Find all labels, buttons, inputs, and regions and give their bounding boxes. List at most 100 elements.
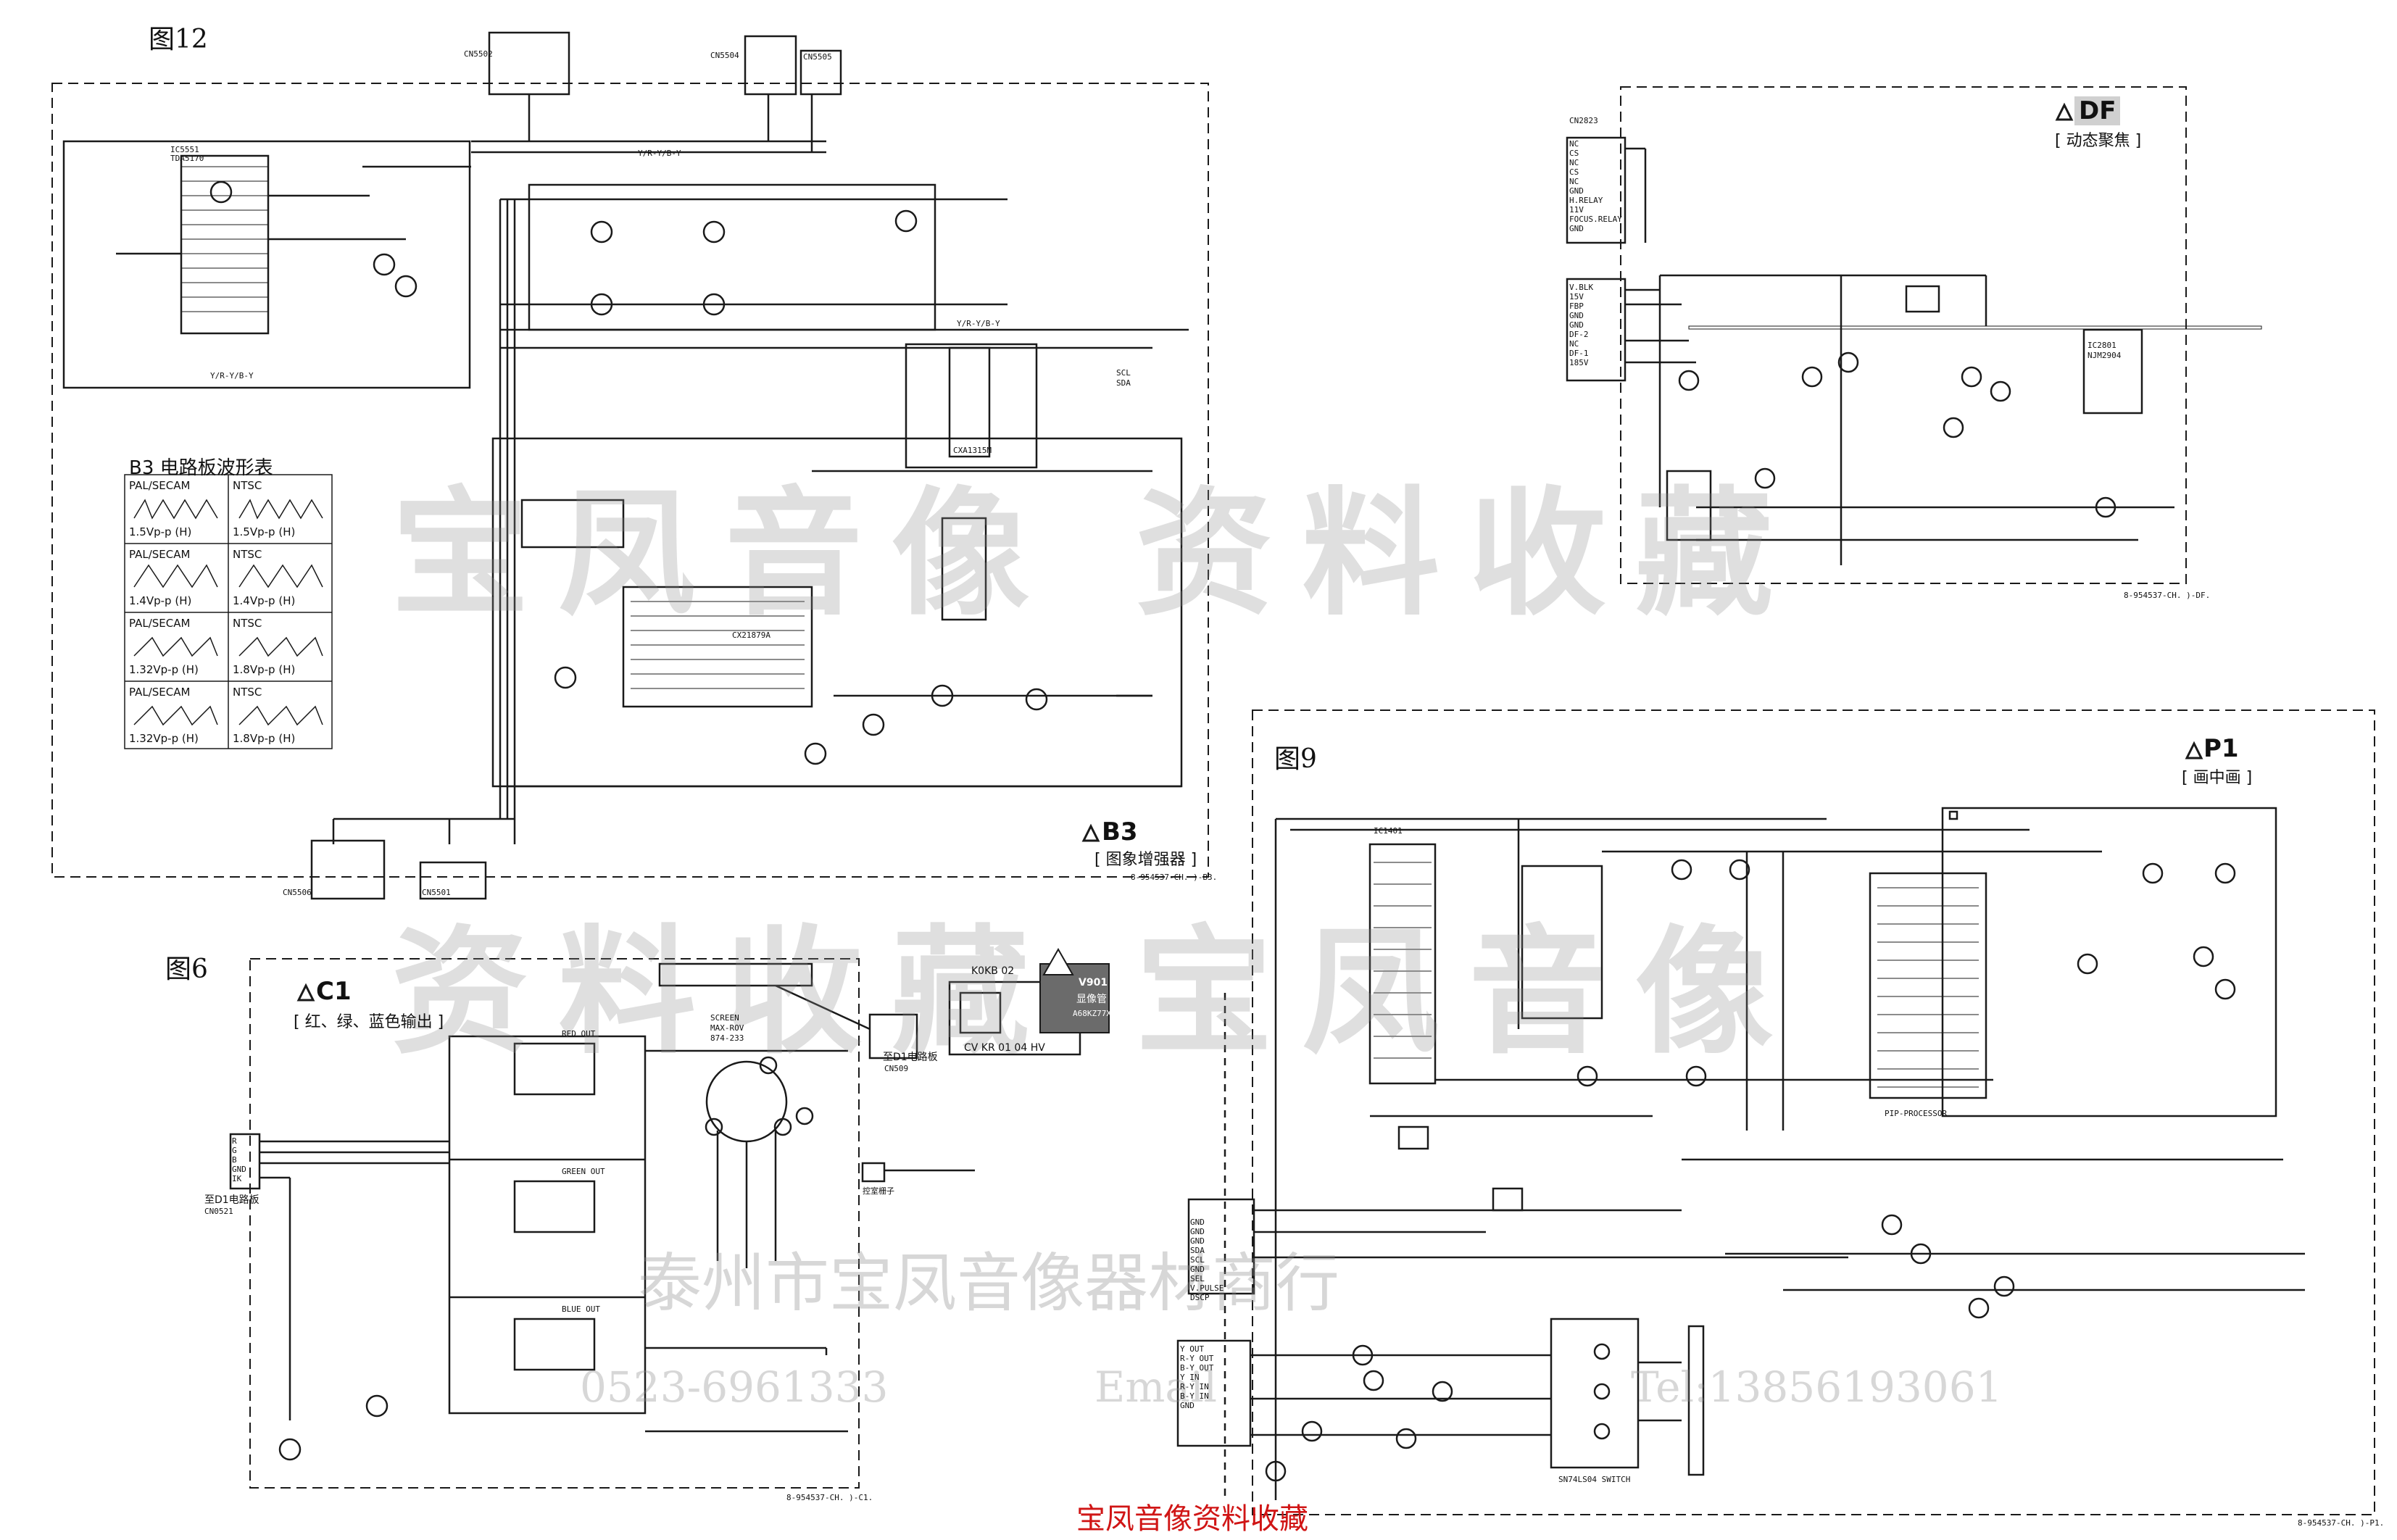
c1-cn0521: CN0521 bbox=[204, 1207, 233, 1216]
p1-input-pins: Y OUT R-Y OUT B-Y OUT Y IN R-Y IN B-Y IN… bbox=[1180, 1344, 1249, 1410]
ic-pin-rows bbox=[181, 166, 1979, 1088]
c1-blue-out: BLUE OUT bbox=[562, 1304, 600, 1314]
df-wiring bbox=[1566, 136, 2262, 565]
p1-board-label: P1 bbox=[2203, 734, 2239, 763]
df-pin: DF-1 bbox=[1569, 349, 1589, 358]
df-pin: DF-2 bbox=[1569, 330, 1589, 339]
watermark-tel: 0523-6961333 bbox=[580, 1362, 889, 1412]
c1-board-subtitle: [ 红、绿、蓝色输出 ] bbox=[294, 1013, 444, 1031]
wave-cell-2a-mode: PAL/SECAM bbox=[129, 548, 191, 561]
waveform-table: PAL/SECAM 1.5Vp-p (H) NTSC 1.5Vp-p (H) P… bbox=[125, 475, 332, 749]
p1-input-pin: B-Y IN bbox=[1180, 1391, 1209, 1401]
waveform-table-title: B3 电路板波形表 bbox=[129, 457, 273, 479]
df-pin: NC bbox=[1569, 339, 1579, 349]
c1-screen-label: SCREEN bbox=[710, 1013, 739, 1023]
c1-board-code: 8-954537-CH. )-C1. bbox=[786, 1493, 873, 1502]
p1-board-subtitle: [ 画中画 ] bbox=[2182, 769, 2253, 787]
df-board-label: DF bbox=[2074, 96, 2121, 125]
figure-9-label: 图9 bbox=[1274, 744, 1317, 774]
figure-6-label: 图6 bbox=[165, 954, 208, 984]
figure-12-label: 图12 bbox=[149, 25, 208, 54]
b3-yryby-2: Y/R-Y/B-Y bbox=[638, 149, 681, 158]
p1-pin: GND bbox=[1190, 1227, 1205, 1236]
df-pin: FOCUS.RELAY bbox=[1569, 215, 1622, 224]
watermark-row1: 宝凤音像 资料收藏 bbox=[391, 473, 1803, 634]
wave-cell-3a-vpp: 1.32Vp-p (H) bbox=[129, 663, 199, 676]
crt-socket-id: V901 bbox=[1079, 977, 1108, 988]
b3-board-subtitle: [ 图象增强器 ] bbox=[1094, 851, 1197, 869]
crt-pins-label: CV KR 01 04 HV bbox=[964, 1042, 1045, 1054]
p1-ic-pip: PIP-PROCESSOR bbox=[1885, 1109, 1948, 1118]
b3-scl-label: SCL bbox=[1116, 368, 1131, 378]
p1-pin: DSCP bbox=[1190, 1293, 1210, 1302]
df-pin: CS bbox=[1569, 149, 1579, 158]
b3-cn5505: CN5505 bbox=[803, 52, 832, 62]
b3-ic-lower: CX21879A bbox=[732, 630, 770, 640]
p1-input-pin: Y IN bbox=[1180, 1373, 1200, 1382]
c1-green-out: GREEN OUT bbox=[562, 1167, 605, 1176]
c1-board-border bbox=[249, 958, 860, 1489]
wave-cell-3a-mode: PAL/SECAM bbox=[129, 617, 191, 630]
c1-pin: R bbox=[232, 1136, 237, 1146]
df-pin: 15V bbox=[1569, 292, 1584, 301]
df-connector-label: CN2823 bbox=[1569, 116, 1598, 125]
watermark-email: Email bbox=[1094, 1362, 1218, 1412]
b3-ic-right: CXA1315M bbox=[953, 446, 992, 455]
wave-cell-1b-mode: NTSC bbox=[233, 479, 262, 492]
df-board-border bbox=[1620, 86, 2187, 584]
df-board-code: 8-954537-CH. )-DF. bbox=[2124, 591, 2211, 600]
watermark-row2: 资料收藏 宝凤音像 bbox=[391, 911, 1803, 1073]
b3-cn5502: CN5502 bbox=[464, 49, 493, 59]
p1-pin: GND bbox=[1190, 1265, 1205, 1274]
p1-pin: SEL bbox=[1190, 1274, 1205, 1283]
df-ic2-label: NJM2904 bbox=[2087, 351, 2122, 360]
p1-input-pin: Y OUT bbox=[1180, 1344, 1205, 1354]
c1-ground-label: 控室栅子 bbox=[863, 1186, 894, 1196]
wave-cell-1a-vpp: 1.5Vp-p (H) bbox=[129, 525, 192, 538]
wave-cell-4a-vpp: 1.32Vp-p (H) bbox=[129, 732, 199, 745]
wave-cell-4a-mode: PAL/SECAM bbox=[129, 686, 191, 699]
b3-board-label: B3 bbox=[1102, 817, 1138, 846]
wave-cell-2a-vpp: 1.4Vp-p (H) bbox=[129, 594, 192, 607]
p1-input-pin: R-Y IN bbox=[1180, 1382, 1209, 1391]
p1-board-border bbox=[1252, 709, 2375, 1515]
watermark-mobile: Tel:13856193061 bbox=[1631, 1362, 2003, 1412]
wave-cell-3b-mode: NTSC bbox=[233, 617, 262, 630]
df-connector2-pins: V.BLK 15V FBP GND GND DF-2 NC DF-1 185V bbox=[1569, 283, 1624, 367]
df-pin: NC bbox=[1569, 177, 1579, 186]
b3-cn5506: CN5506 bbox=[283, 888, 312, 897]
df-pin: 11V bbox=[1569, 205, 1584, 215]
b3-board-code: 8-954537-CH. )-B3. bbox=[1131, 873, 1218, 882]
b3-yryby-3: Y/R-Y/B-Y bbox=[957, 319, 1000, 328]
c1-to-d-board: 至D1电路板 bbox=[204, 1194, 259, 1206]
df-connector-pins: NC CS NC CS NC GND H.RELAY 11V FOCUS.REL… bbox=[1569, 139, 1624, 233]
df-pin: FBP bbox=[1569, 301, 1584, 311]
p1-input-pin: GND bbox=[1180, 1401, 1195, 1410]
c1-red-out: RED OUT bbox=[562, 1029, 596, 1039]
waveform-table-grid bbox=[124, 474, 333, 749]
wave-cell-2b-mode: NTSC bbox=[233, 548, 262, 561]
p1-input-pin: B-Y OUT bbox=[1180, 1363, 1214, 1373]
c1-pin: G bbox=[232, 1146, 237, 1155]
df-pin: GND bbox=[1569, 224, 1584, 233]
crt-socket-label: 显像管 bbox=[1076, 994, 1107, 1005]
wave-cell-3b-vpp: 1.8Vp-p (H) bbox=[233, 663, 296, 676]
b3-board-border bbox=[51, 83, 1209, 878]
c1-grid-label: 874-233 bbox=[710, 1033, 744, 1043]
c1-wiring bbox=[229, 962, 1081, 1461]
p1-wiring bbox=[1176, 807, 2305, 1500]
p1-pin: V.PULSE bbox=[1190, 1283, 1224, 1293]
p1-ic-switch: SN74LS04 SWITCH bbox=[1558, 1475, 1631, 1484]
c1-cn509: CN509 bbox=[884, 1064, 909, 1073]
b3-yryby-1: Y/R-Y/B-Y bbox=[210, 371, 254, 380]
c1-pin: GND bbox=[232, 1165, 246, 1174]
wave-cell-2b-vpp: 1.4Vp-p (H) bbox=[233, 594, 296, 607]
c1-pin: IK bbox=[232, 1174, 242, 1183]
b3-cn5501: CN5501 bbox=[422, 888, 451, 897]
df-pin: NC bbox=[1569, 158, 1579, 167]
c1-screen-value: MAX-ROV bbox=[710, 1023, 744, 1033]
p1-pin: GND bbox=[1190, 1236, 1205, 1246]
b3-ic-main: IC5551 bbox=[170, 145, 199, 154]
b3-ic-main-part: TDA5170 bbox=[170, 154, 204, 163]
